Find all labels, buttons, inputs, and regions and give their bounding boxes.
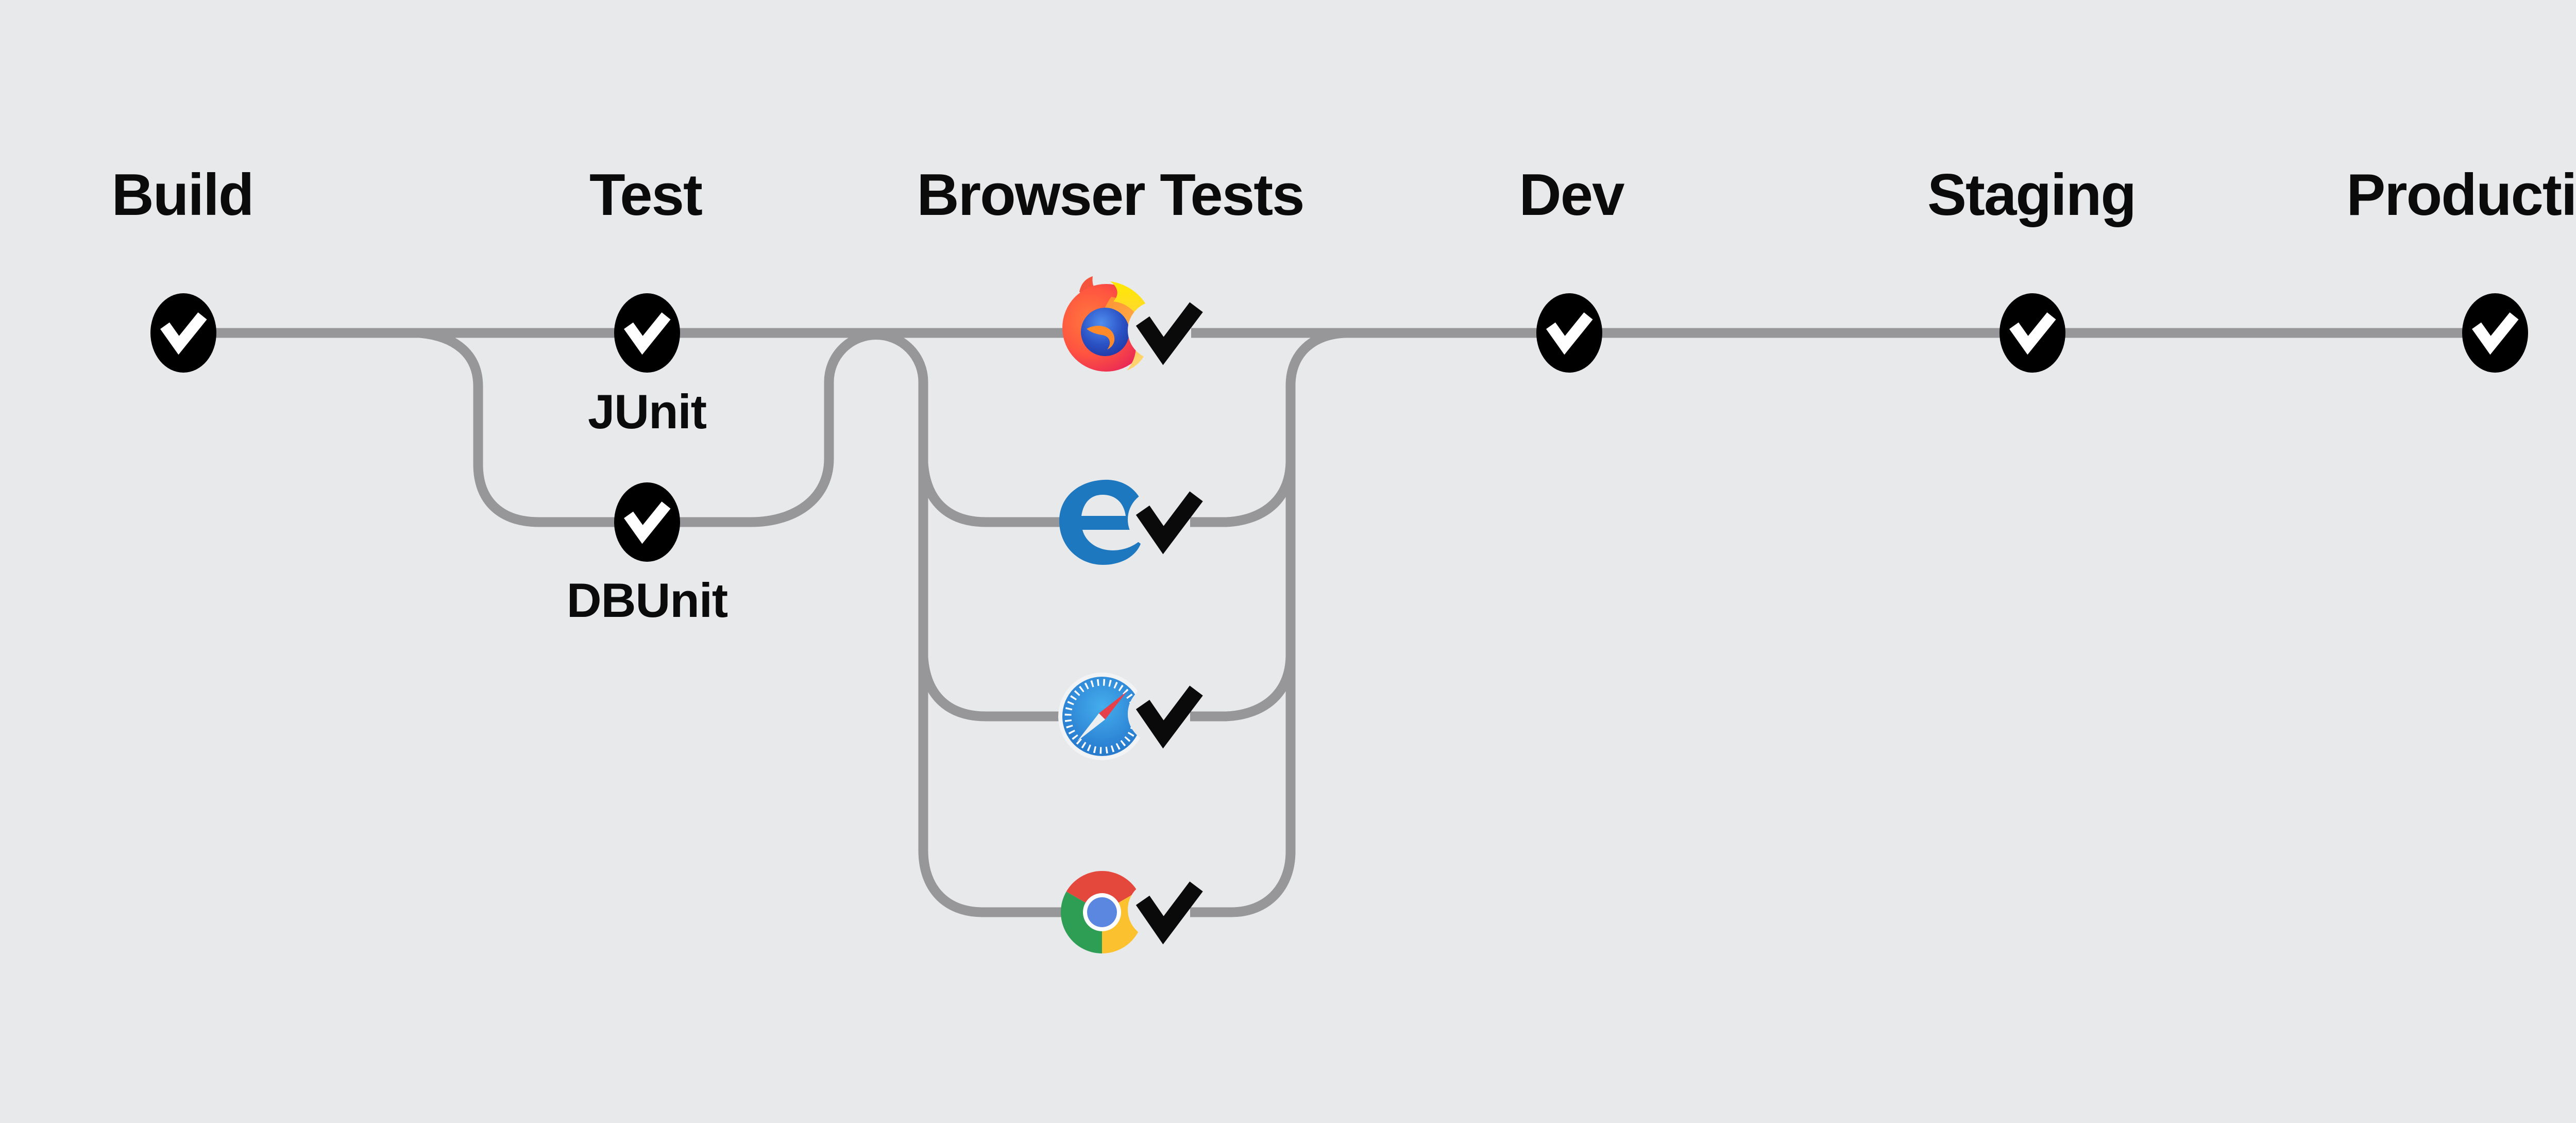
stage-label-browser-tests: Browser Tests	[917, 162, 1304, 228]
build-status-node	[150, 293, 216, 373]
job-label-dbunit: DBUnit	[566, 573, 728, 627]
chrome-red-segment	[1066, 870, 1138, 912]
check-icon	[1546, 312, 1593, 355]
check-icon	[160, 312, 207, 355]
safari-needle-red	[1099, 692, 1127, 719]
chrome-check-icon	[1136, 881, 1203, 945]
stage-label-test: Test	[589, 162, 703, 228]
safari-check-icon	[1136, 685, 1203, 749]
connector-dbunit-loop-and-left-rail	[419, 328, 1082, 917]
safari-icon	[1058, 673, 1146, 760]
browser-check-icons	[1136, 302, 1203, 945]
connector-edge-branch-left	[918, 462, 1082, 527]
dbunit-status-node	[614, 482, 680, 562]
browser-test-jobs	[1058, 276, 1152, 953]
check-icon	[624, 312, 671, 355]
safari-needle-white	[1077, 713, 1105, 741]
icon-bite-masks	[1128, 301, 1187, 939]
chrome-hub	[1087, 897, 1117, 927]
check-icon	[624, 501, 671, 544]
edge-e-glyph	[1059, 479, 1145, 565]
pipeline-connectors	[183, 328, 2495, 917]
dev-status-node	[1536, 293, 1602, 373]
edge-check-icon	[1136, 491, 1203, 555]
stage-label-build: Build	[111, 162, 255, 228]
connector-right-rail	[1190, 328, 1346, 917]
production-status-node	[2462, 293, 2528, 373]
job-label-junit: JUnit	[588, 384, 707, 439]
firefox-check-icon	[1136, 302, 1203, 365]
stage-label-staging: Staging	[1927, 162, 2137, 228]
connector-safari-branch-left	[918, 657, 1082, 722]
check-icon	[2009, 312, 2056, 355]
firefox-icon	[1062, 276, 1152, 372]
firefox-flame	[1110, 281, 1152, 349]
staging-status-node	[1999, 293, 2065, 373]
stage-label-production: Production	[2346, 162, 2576, 228]
edge-icon	[1059, 479, 1145, 565]
stage-label-dev: Dev	[1519, 162, 1624, 228]
connector-safari-branch-right	[1190, 656, 1296, 722]
connector-edge-branch-right	[1190, 462, 1296, 527]
firefox-tail	[1087, 326, 1115, 349]
check-icon	[2472, 312, 2519, 355]
junit-status-node	[614, 293, 680, 373]
status-nodes	[150, 293, 2528, 562]
